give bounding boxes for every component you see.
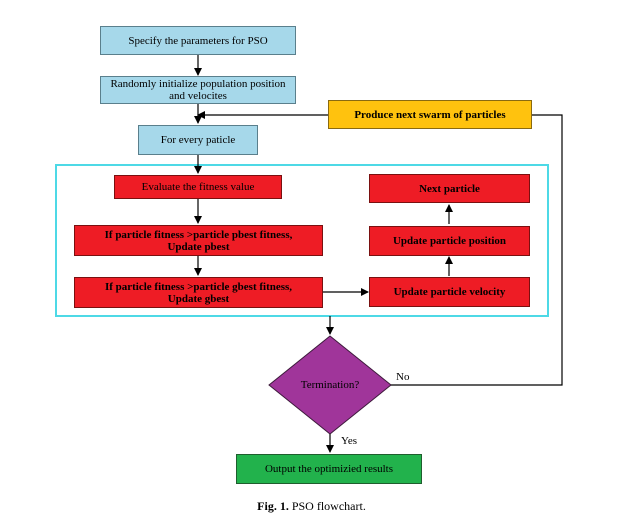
every-particle-box: For every paticle	[138, 125, 258, 155]
produce-swarm-label: Produce next swarm of particles	[354, 108, 506, 121]
init-population-label: Randomly initialize population position …	[110, 78, 286, 102]
figure-caption-text: PSO flowchart.	[288, 499, 366, 513]
termination-label: Termination?	[300, 379, 360, 391]
next-particle-box: Next particle	[369, 174, 530, 203]
figure-caption-label: Fig. 1.	[257, 499, 289, 513]
pbest-check-line1: If particle fitness >particle pbest fitn…	[104, 228, 293, 241]
specify-parameters-label: Specify the parameters for PSO	[128, 34, 268, 47]
every-particle-label: For every paticle	[160, 134, 236, 146]
gbest-check-box: If particle fitness >particle gbest fitn…	[74, 277, 323, 308]
figure-caption: Fig. 1. PSO flowchart.	[0, 499, 623, 514]
update-position-label: Update particle position	[392, 235, 507, 247]
update-velocity-label: Update particle velocity	[393, 286, 506, 298]
no-label: No	[396, 371, 410, 383]
gbest-check-line1: If particle fitness >particle gbest fitn…	[104, 280, 293, 293]
init-population-box: Randomly initialize population position …	[100, 76, 296, 104]
arrow-termination-no-path	[391, 114, 563, 386]
output-results-box: Output the optimizied results	[236, 454, 422, 484]
pbest-check-box: If particle fitness >particle pbest fitn…	[74, 225, 323, 256]
pbest-check-line2: Update pbest	[167, 240, 230, 253]
specify-parameters-box: Specify the parameters for PSO	[100, 26, 296, 55]
output-results-label: Output the optimizied results	[264, 463, 393, 475]
yes-label: Yes	[341, 435, 358, 447]
update-velocity-box: Update particle velocity	[369, 277, 530, 307]
evaluate-fitness-box: Evaluate the fitness value	[114, 175, 282, 199]
update-position-box: Update particle position	[369, 226, 530, 256]
produce-swarm-box: Produce next swarm of particles	[328, 100, 532, 129]
next-particle-label: Next particle	[419, 182, 480, 195]
evaluate-fitness-label: Evaluate the fitness value	[141, 181, 255, 193]
loop-frame	[55, 164, 549, 317]
gbest-check-line2: Update gbest	[167, 292, 230, 305]
